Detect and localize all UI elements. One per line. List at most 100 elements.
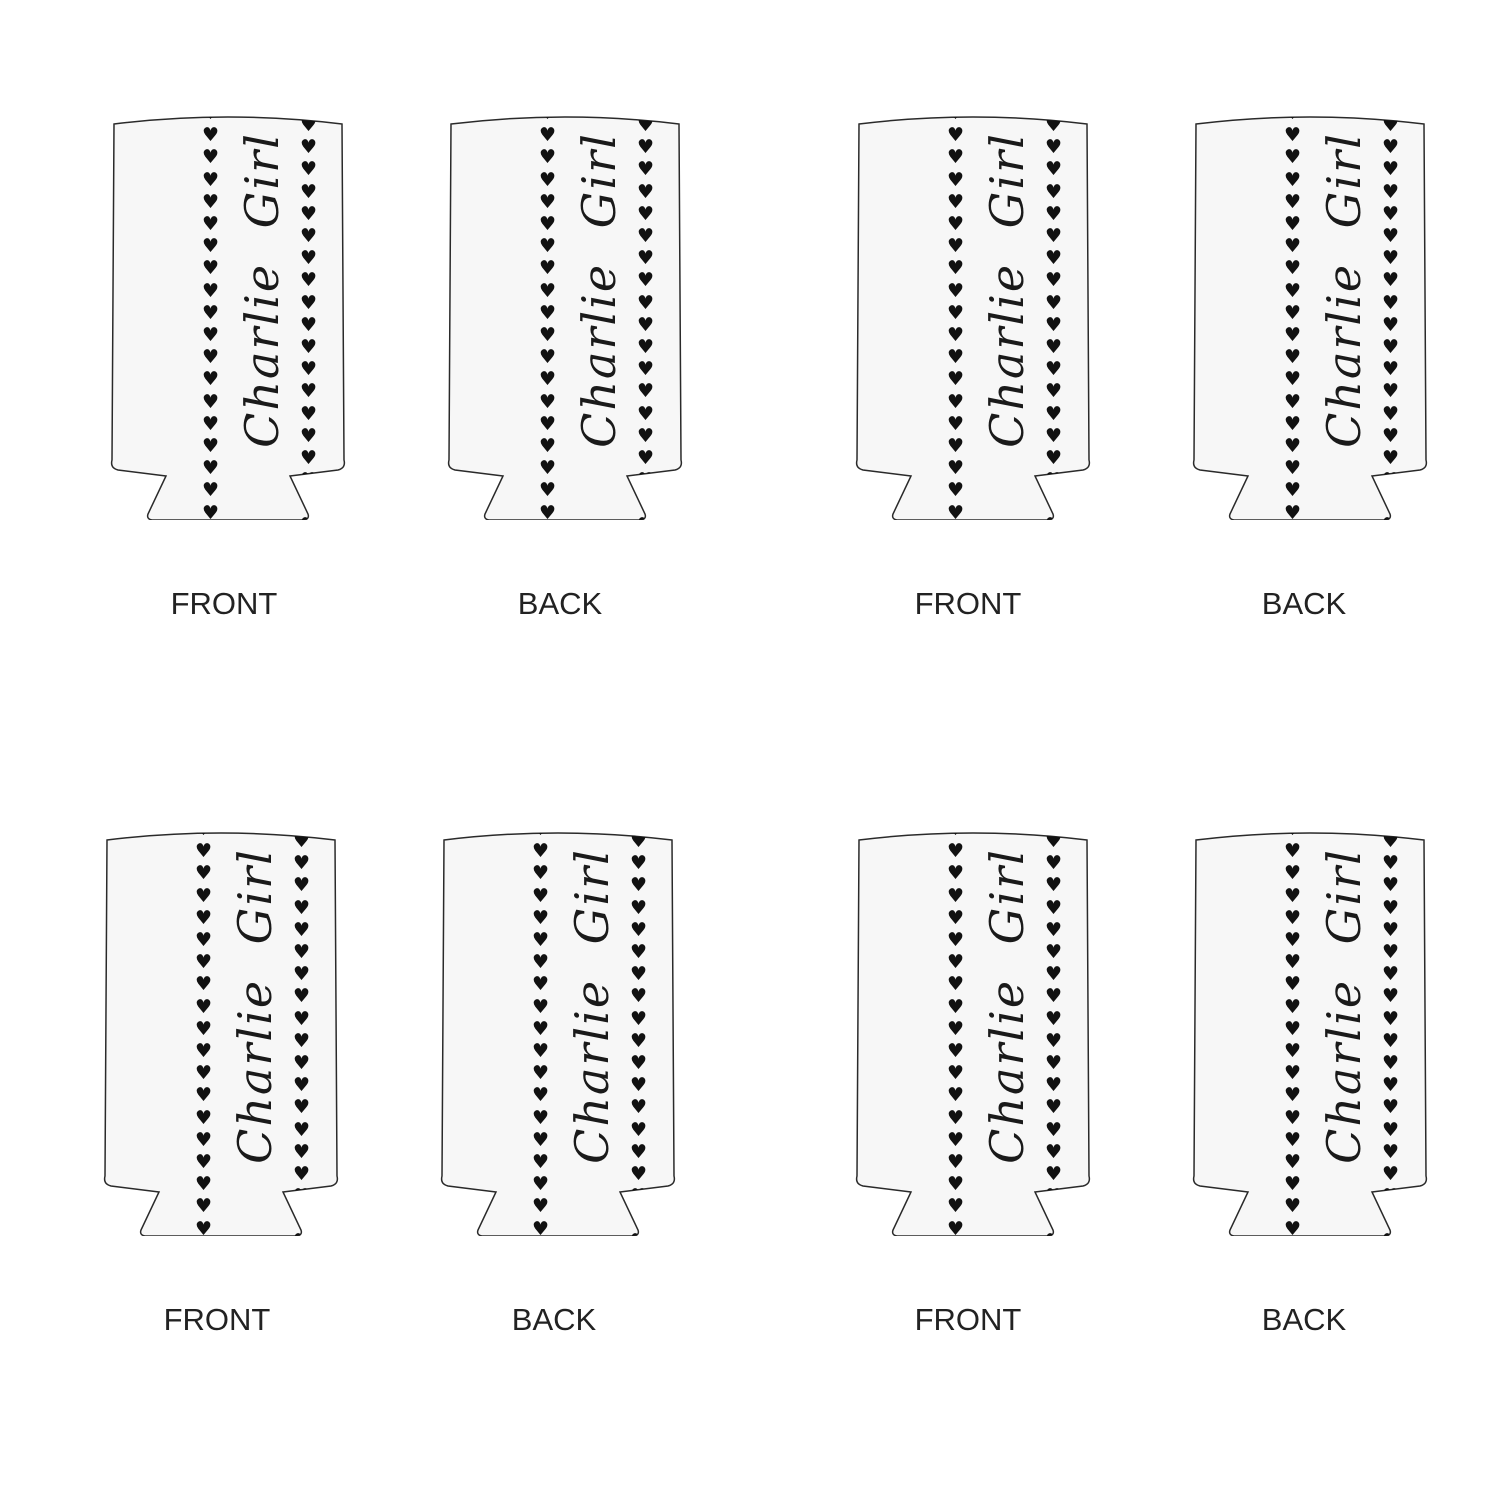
heart-icon: ♥ [202,257,218,280]
heart-icon: ♥ [1284,1151,1300,1173]
design-text: Charlie Girl [228,848,282,1164]
heart-icon: ♥ [947,862,963,885]
design-text: Charlie Girl [1317,132,1371,448]
heart-icon: ♥ [630,1052,646,1074]
heart-icon: ♥ [1045,380,1061,403]
heart-icon: ♥ [947,906,963,929]
heart-icon: ♥ [1045,874,1061,897]
heart-icon: ♥ [202,346,218,369]
heart-column: ♥♥♥♥♥♥♥♥♥♥♥♥♥♥♥♥♥♥♥ [947,110,963,520]
back-label: BACK [1261,1302,1347,1337]
heart-icon: ♥ [947,324,963,346]
heart-icon: ♥ [532,951,548,974]
heart-icon: ♥ [195,929,211,951]
heart-icon: ♥ [947,1128,963,1151]
heart-icon: ♥ [947,257,963,280]
heart-icon: ♥ [1284,301,1300,324]
heart-icon: ♥ [539,435,555,457]
heart-icon: ♥ [1284,346,1300,369]
heart-icon: ♥ [202,479,218,502]
heart-icon: ♥ [539,301,555,324]
heart-icon: ♥ [1284,213,1300,235]
heart-icon: ♥ [195,906,211,929]
heart-icon: ♥ [1284,951,1300,974]
heart-icon: ♥ [1382,291,1398,314]
heart-icon: ♥ [1284,906,1300,929]
heart-icon: ♥ [293,896,309,919]
print-area: ♥♥♥♥♥♥♥♥♥♥♥♥♥♥♥♥♥♥♥♥♥♥♥♥♥♥♥♥♥♥♥♥♥♥♥♥♥♥Ch… [855,110,1091,520]
heart-icon: ♥ [293,1096,309,1119]
heart-icon: ♥ [947,435,963,457]
heart-icon: ♥ [300,336,316,358]
heart-icon: ♥ [293,1232,309,1236]
heart-icon: ♥ [1382,1232,1398,1236]
heart-icon: ♥ [947,840,963,863]
heart-icon: ♥ [300,269,316,292]
heart-icon: ♥ [1045,180,1061,203]
heart-icon: ♥ [947,1084,963,1107]
heart-icon: ♥ [532,1106,548,1129]
heart-icon: ♥ [1382,247,1398,270]
heart-icon: ♥ [202,146,218,169]
heart-icon: ♥ [1382,941,1398,963]
heart-icon: ♥ [195,840,211,863]
print-area: ♥♥♥♥♥♥♥♥♥♥♥♥♥♥♥♥♥♥♥♥♥♥♥♥♥♥♥♥♥♥♥♥♥♥♥♥♥♥Ch… [103,826,339,1236]
heart-icon: ♥ [1045,918,1061,941]
heart-icon: ♥ [630,963,646,986]
heart-icon: ♥ [1045,1118,1061,1141]
heart-icon: ♥ [1284,479,1300,502]
heart-icon: ♥ [947,346,963,369]
heart-icon: ♥ [1284,995,1300,1018]
heart-icon: ♥ [532,929,548,951]
heart-icon: ♥ [1045,1007,1061,1030]
heart-icon: ♥ [1045,1140,1061,1163]
heart-icon: ♥ [1382,1140,1398,1163]
heart-icon: ♥ [947,501,963,520]
heart-icon: ♥ [1382,447,1398,469]
front-label: FRONT [914,586,1022,621]
heart-icon: ♥ [293,1052,309,1074]
heart-icon: ♥ [293,1140,309,1163]
heart-icon: ♥ [637,313,653,336]
heart-icon: ♥ [1382,852,1398,875]
print-area: ♥♥♥♥♥♥♥♥♥♥♥♥♥♥♥♥♥♥♥♥♥♥♥♥♥♥♥♥♥♥♥♥♥♥♥♥♥♥Ch… [110,110,346,520]
koozie-mockup-back: ♥♥♥♥♥♥♥♥♥♥♥♥♥♥♥♥♥♥♥♥♥♥♥♥♥♥♥♥♥♥♥♥♥♥♥♥♥♥Ch… [1192,110,1428,520]
heart-icon: ♥ [202,213,218,235]
heart-icon: ♥ [532,1084,548,1107]
koozie-mockup-front: ♥♥♥♥♥♥♥♥♥♥♥♥♥♥♥♥♥♥♥♥♥♥♥♥♥♥♥♥♥♥♥♥♥♥♥♥♥♥Ch… [855,826,1091,1236]
heart-icon: ♥ [300,516,316,520]
heart-column: ♥♥♥♥♥♥♥♥♥♥♥♥♥♥♥♥♥♥♥ [630,826,646,1236]
heart-icon: ♥ [1284,501,1300,520]
koozie-mockup-back: ♥♥♥♥♥♥♥♥♥♥♥♥♥♥♥♥♥♥♥♥♥♥♥♥♥♥♥♥♥♥♥♥♥♥♥♥♥♥Ch… [1192,826,1428,1236]
heart-icon: ♥ [1045,516,1061,520]
heart-icon: ♥ [1284,973,1300,996]
heart-icon: ♥ [947,1062,963,1085]
heart-icon: ♥ [539,190,555,213]
heart-icon: ♥ [1045,158,1061,181]
heart-icon: ♥ [293,874,309,897]
heart-icon: ♥ [1284,1106,1300,1129]
heart-icon: ♥ [532,1040,548,1062]
heart-icon: ♥ [532,1195,548,1218]
heart-icon: ♥ [202,368,218,391]
heart-icon: ♥ [293,918,309,941]
heart-icon: ♥ [1284,124,1300,147]
heart-icon: ♥ [1045,269,1061,292]
heart-icon: ♥ [637,202,653,225]
heart-icon: ♥ [1284,412,1300,435]
koozie-outline [855,832,1091,1236]
heart-icon: ♥ [202,457,218,480]
heart-icon: ♥ [1382,874,1398,897]
heart-icon: ♥ [630,1096,646,1119]
heart-icon: ♥ [1382,516,1398,520]
heart-icon: ♥ [947,1195,963,1218]
heart-icon: ♥ [947,390,963,413]
print-area: ♥♥♥♥♥♥♥♥♥♥♥♥♥♥♥♥♥♥♥♥♥♥♥♥♥♥♥♥♥♥♥♥♥♥♥♥♥♥Ch… [440,826,676,1236]
heart-icon: ♥ [947,995,963,1018]
koozie-mockup-front: ♥♥♥♥♥♥♥♥♥♥♥♥♥♥♥♥♥♥♥♥♥♥♥♥♥♥♥♥♥♥♥♥♥♥♥♥♥♥Ch… [103,826,339,1236]
heart-icon: ♥ [1382,180,1398,203]
heart-icon: ♥ [1284,324,1300,346]
koozie-mockup-back: ♥♥♥♥♥♥♥♥♥♥♥♥♥♥♥♥♥♥♥♥♥♥♥♥♥♥♥♥♥♥♥♥♥♥♥♥♥♥Ch… [447,110,683,520]
heart-icon: ♥ [1045,1074,1061,1097]
heart-icon: ♥ [293,963,309,986]
